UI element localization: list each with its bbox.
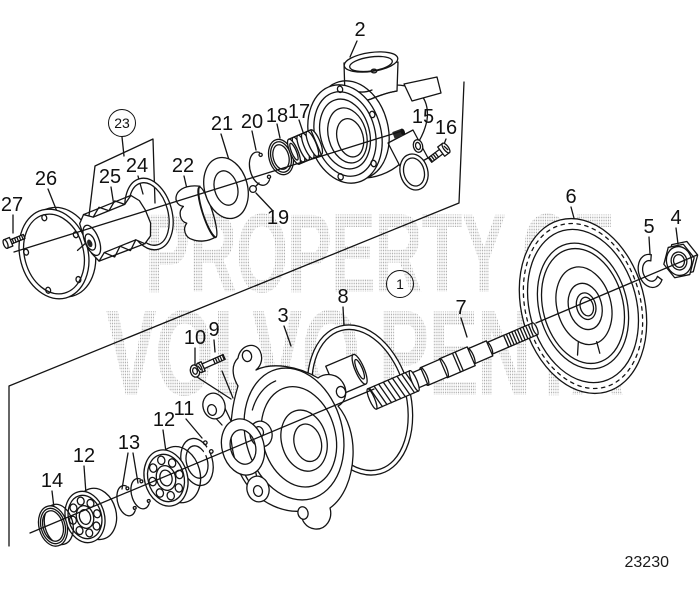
mechanical-seal (286, 129, 324, 165)
screw-9 (196, 353, 226, 374)
kit-bracket-leader (121, 136, 125, 157)
wear-plate (203, 156, 249, 220)
gear-teeth (522, 222, 644, 390)
bearing-balls (68, 496, 102, 538)
projection-plane-outline (8, 81, 465, 547)
pump-shaft (366, 322, 539, 410)
drive-gear (518, 217, 648, 395)
snap-rings-13 (116, 477, 151, 517)
seal-ring-18 (267, 138, 295, 176)
ball-bearing-left (64, 487, 118, 544)
center-axis-lines (13, 130, 698, 534)
shaft-thread-hatch (505, 324, 535, 347)
pump-housing (307, 51, 442, 191)
lock-washer (637, 253, 663, 289)
housing-tab (403, 76, 442, 102)
washer-15 (412, 139, 424, 153)
cam (175, 185, 218, 242)
pin-19 (248, 182, 260, 194)
shaft-nut (663, 240, 699, 279)
bearing-bracket (202, 392, 273, 503)
screw-27 (2, 233, 26, 249)
snap-ring-20 (248, 151, 272, 186)
ball-bearing-right (143, 445, 202, 507)
impeller (76, 194, 152, 262)
screw-16 (427, 142, 451, 163)
drawing-number: 23230 (624, 554, 670, 571)
cover-plate (18, 206, 97, 300)
